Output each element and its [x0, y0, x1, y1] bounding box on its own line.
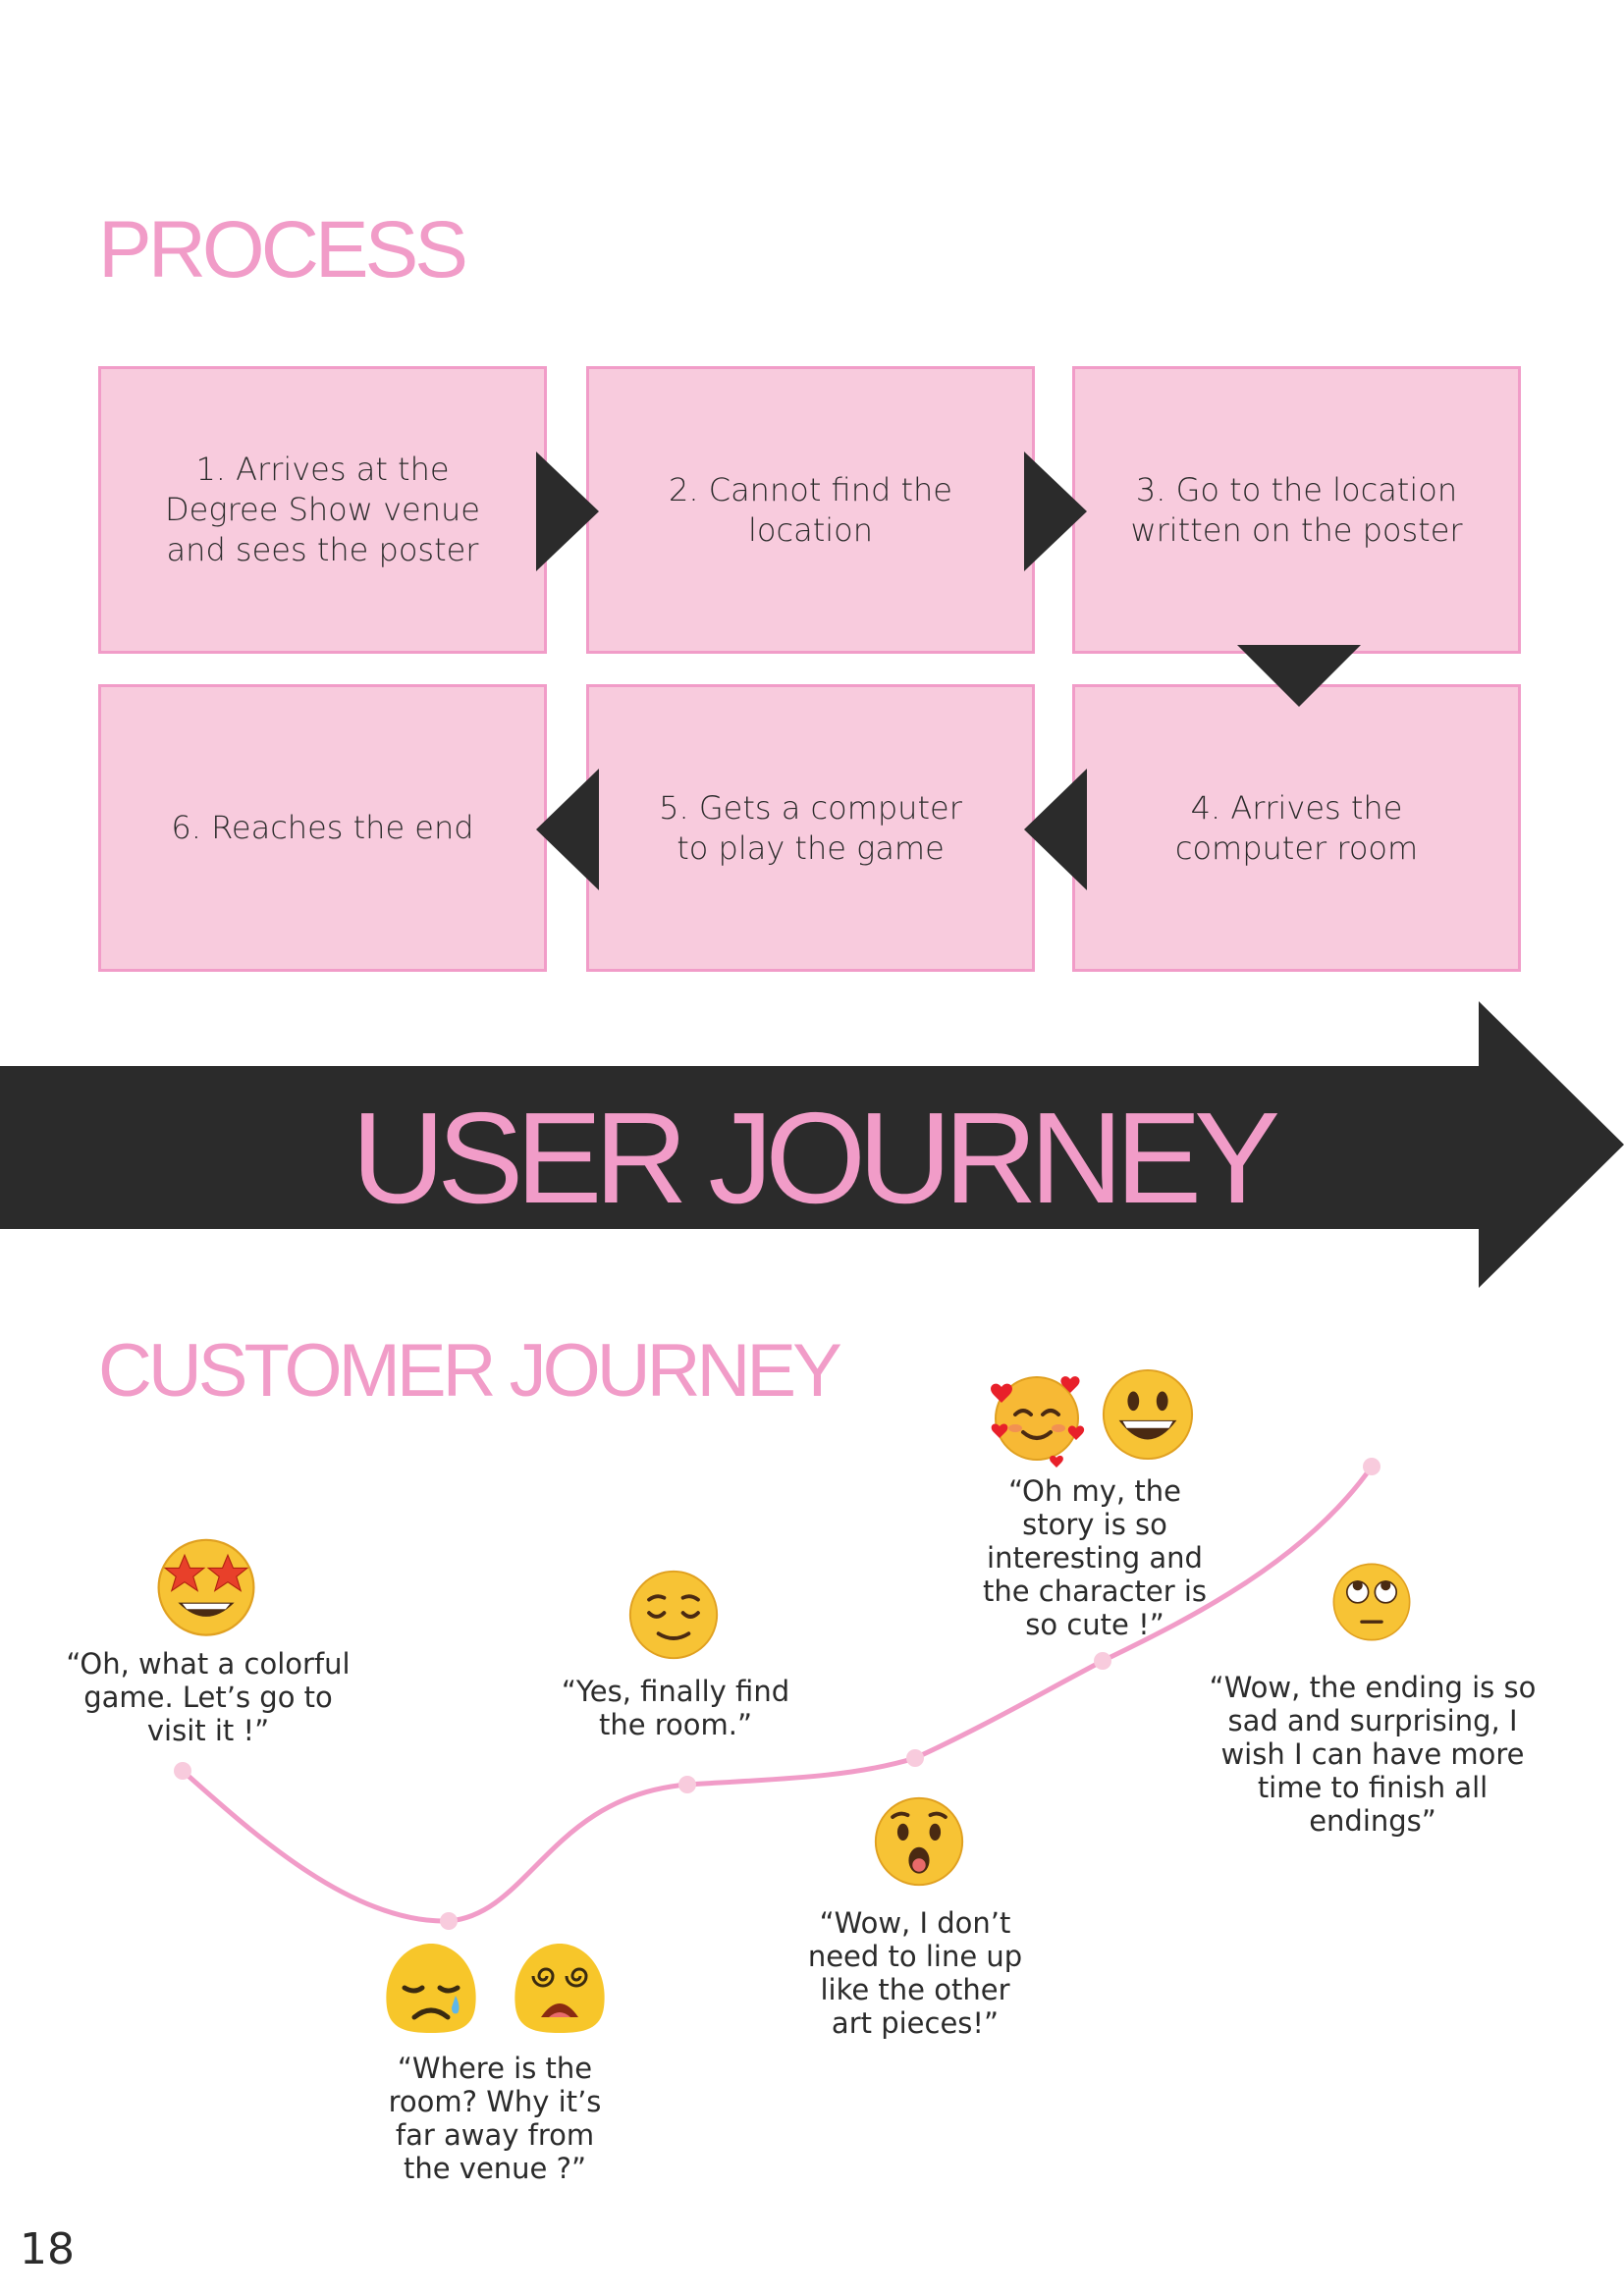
process-step-6: 6. Reaches the end: [98, 684, 547, 972]
user-journey-arrow: [0, 1001, 1624, 1288]
process-heading: PROCESS: [98, 205, 468, 294]
quote-step-5: “Oh my, the story is so interesting and …: [982, 1474, 1208, 1641]
journey-point-1: [174, 1762, 191, 1780]
quote-step-6: “Wow, the ending is so sad and surprisin…: [1209, 1671, 1537, 1838]
user-journey-title: USER JOURNEY: [351, 1086, 1280, 1230]
smiling-face-with-hearts-icon: [991, 1376, 1085, 1468]
process-step-4-label: 4. Arrives the computer room: [1174, 788, 1419, 867]
journey-point-6: [1363, 1458, 1380, 1475]
customer-journey-heading: CUSTOMER JOURNEY: [98, 1329, 842, 1413]
process-step-2: 2. Cannot find the location: [586, 366, 1035, 654]
process-step-3-label: 3. Go to the location written on the pos…: [1130, 470, 1463, 549]
process-flow-arrows: [536, 452, 1361, 890]
arrow-step4-to-step5: [1024, 769, 1087, 890]
process-step-4: 4. Arrives the computer room: [1072, 684, 1521, 972]
journey-point-3: [678, 1776, 696, 1793]
process-step-6-label: 6. Reaches the end: [171, 809, 474, 846]
arrow-step1-to-step2: [536, 452, 599, 571]
quote-step-1: “Oh, what a colorful game. Let’s go to v…: [66, 1647, 351, 1747]
dizzy-face-icon: [514, 1944, 605, 2033]
relieved-face-icon: [628, 1570, 719, 1660]
journey-point-5: [1094, 1652, 1111, 1670]
process-step-5: 5. Gets a computer to play the game: [586, 684, 1035, 972]
grinning-face-icon: [1102, 1368, 1194, 1461]
astonished-face-icon: [874, 1796, 964, 1887]
process-step-1-label: 1. Arrives at the Degree Show venue and …: [165, 451, 480, 568]
arrow-step2-to-step3: [1024, 452, 1087, 571]
arrow-step3-to-step4: [1237, 645, 1361, 707]
journey-point-2: [440, 1912, 458, 1930]
process-step-1: 1. Arrives at the Degree Show venue and …: [98, 366, 547, 654]
eye-roll-face-icon: [1332, 1563, 1411, 1641]
quote-step-3: “Yes, finally find the room.”: [561, 1675, 790, 1741]
crying-face-icon: [386, 1944, 476, 2033]
quote-step-4: “Wow, I don’t need to line up like the o…: [807, 1906, 1023, 2040]
process-step-5-label: 5. Gets a computer to play the game: [659, 788, 962, 867]
page-number: 18: [20, 2224, 75, 2274]
process-step-2-label: 2. Cannot find the location: [669, 470, 952, 549]
arrow-step5-to-step6: [536, 769, 599, 890]
journey-point-4: [906, 1749, 924, 1767]
star-struck-face-icon: [157, 1538, 255, 1636]
quote-step-2: “Where is the room? Why it’s far away fr…: [388, 2052, 602, 2185]
